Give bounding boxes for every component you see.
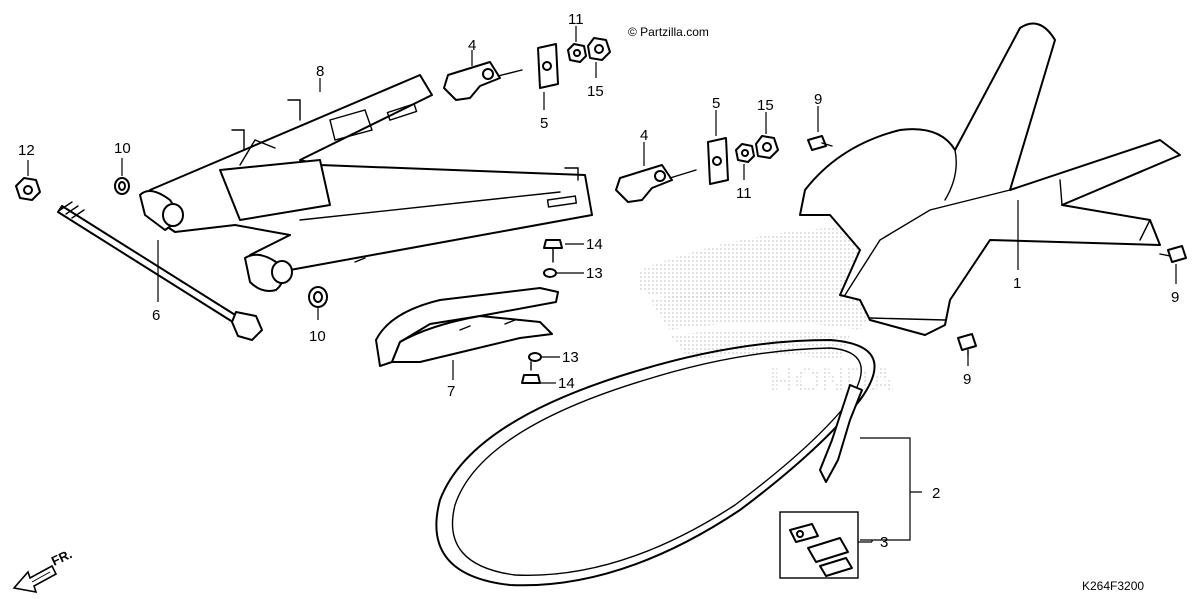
callout-5b: 5: [712, 95, 720, 112]
part-plate-5b[interactable]: [707, 137, 729, 185]
callout-6: 6: [152, 307, 160, 324]
part-pivot-bolt[interactable]: [57, 201, 263, 341]
part-nut-15a[interactable]: [587, 37, 611, 61]
callout-15a: 15: [587, 83, 604, 100]
part-washer-10b[interactable]: [308, 286, 328, 308]
callout-4a: 4: [468, 37, 476, 54]
honda-wordmark: HONDA: [770, 362, 895, 400]
part-chain-slider[interactable]: [375, 287, 559, 367]
callout-4b: 4: [640, 127, 648, 144]
leader-part-2: [860, 437, 922, 541]
part-drive-chain[interactable]: [435, 339, 876, 587]
callout-12: 12: [18, 142, 35, 159]
part-washer-10a[interactable]: [114, 177, 130, 195]
callout-14b: 14: [558, 375, 575, 392]
callout-1: 1: [1013, 275, 1021, 292]
callout-10b: 10: [309, 328, 326, 345]
part-nut-11a[interactable]: [567, 43, 587, 63]
callout-13b: 13: [562, 349, 579, 366]
direction-label: FR.: [49, 546, 74, 568]
part-rear-fender[interactable]: [799, 22, 1181, 336]
part-screw-9b[interactable]: [1159, 245, 1187, 263]
callout-9a: 9: [814, 91, 822, 108]
leader-part-3: [858, 540, 873, 543]
diagram-code: K264F3200: [1082, 579, 1144, 593]
callout-15b: 15: [757, 97, 774, 114]
front-direction-arrow-icon: [12, 564, 58, 594]
callout-9b: 9: [1171, 289, 1179, 306]
callout-14a: 14: [586, 236, 603, 253]
callout-2: 2: [932, 485, 940, 502]
part-swingarm[interactable]: [139, 74, 593, 292]
callout-11a: 11: [568, 11, 584, 28]
callout-5a: 5: [540, 115, 548, 132]
callout-7: 7: [447, 383, 455, 400]
partzilla-watermark: © Partzilla.com: [628, 25, 709, 39]
part-nut-15b[interactable]: [755, 135, 779, 159]
callout-13a: 13: [586, 265, 603, 282]
callout-3: 3: [880, 534, 888, 551]
part-screw-9c[interactable]: [957, 333, 977, 357]
part-screw-9a[interactable]: [807, 135, 833, 151]
callout-11b: 11: [736, 185, 752, 202]
part-plate-5a[interactable]: [537, 43, 559, 89]
part-washer-13a[interactable]: [543, 268, 557, 278]
callout-8: 8: [316, 63, 324, 80]
callout-labels: 1 2 3 4 4 5 5 6 7 8 9 9 9 10 10 11 11 12…: [18, 11, 1179, 551]
part-chain-adjuster-4a[interactable]: [443, 61, 523, 101]
part-washer-13b[interactable]: [528, 352, 542, 362]
leader-lines: [27, 26, 1177, 384]
part-chain-adjuster-4b[interactable]: [615, 164, 697, 203]
part-nut-12[interactable]: [15, 177, 41, 201]
part-bolt-14a[interactable]: [543, 239, 563, 263]
part-master-link[interactable]: [779, 511, 859, 579]
callout-10a: 10: [114, 140, 131, 157]
part-bolt-14b[interactable]: [521, 361, 541, 384]
callout-9c: 9: [963, 371, 971, 388]
part-nut-11b[interactable]: [735, 143, 755, 163]
